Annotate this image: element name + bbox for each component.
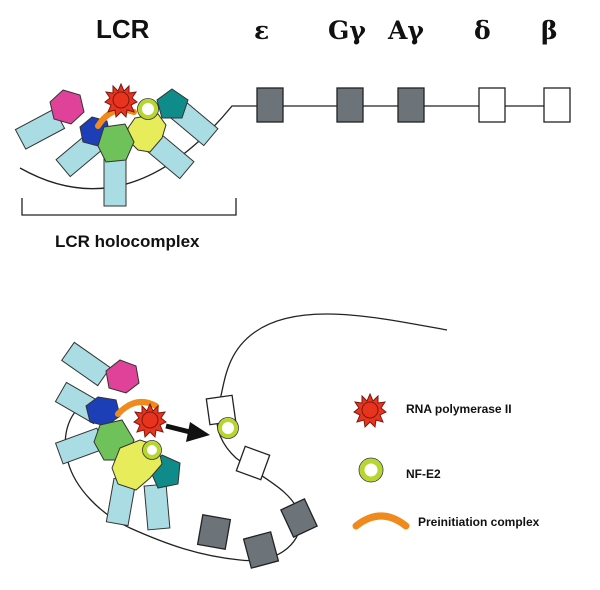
nfe2-ring-outline [137, 98, 159, 120]
lcr-complex-top [14, 83, 219, 207]
gene-label-epsilon: ε [254, 16, 270, 45]
light-blue-rod [103, 157, 127, 207]
gene-box-gray [196, 514, 232, 550]
orange-arc [115, 398, 159, 417]
teal-pentagon [156, 88, 189, 119]
activation-arrowhead [186, 422, 210, 442]
magenta-hexagon [105, 359, 140, 394]
gene-box-epsilon [256, 87, 284, 123]
gene-label-g-gamma: Gγ [328, 16, 366, 45]
light-blue-rod [60, 341, 112, 387]
legend-preinitiation-label: Preinitiation complex [418, 515, 540, 529]
gene-box-delta [478, 87, 506, 123]
rna-polymerase-star [133, 403, 167, 438]
nfe2-ring-bound [218, 418, 238, 438]
gene-box-a-gamma [397, 87, 425, 123]
legend-nfe2-icon-outline [358, 457, 384, 483]
lcr-label: LCR [96, 14, 150, 44]
legend-nfe2-icon [359, 458, 383, 482]
gene-box-gray [242, 531, 280, 569]
gene-box-gray [280, 498, 318, 538]
chromatin-line-top [19, 105, 570, 190]
legend-rna-polymerase-label: RNA polymerase II [406, 402, 512, 416]
gene-label-beta: β [541, 16, 558, 45]
gene-box-white [235, 445, 271, 481]
gene-label-a-gamma: Aγ [388, 16, 424, 45]
nfe2-ring [143, 441, 161, 459]
legend-preinitiation-icon [352, 512, 410, 530]
light-blue-rod [143, 483, 171, 531]
nfe2-ring-bound-outline [217, 417, 239, 439]
top-panel [14, 83, 571, 216]
gene-box-g-gamma [336, 87, 364, 123]
legend [352, 393, 410, 530]
legend-nfe2-label: NF-E2 [406, 467, 441, 481]
lcr-complex-bottom [54, 341, 181, 531]
lcr-holocomplex-label: LCR holocomplex [55, 232, 200, 251]
gene-box-beta [543, 87, 571, 123]
gene-label-delta: δ [474, 16, 491, 45]
bottom-panel [54, 313, 448, 569]
green-pentagon [97, 123, 135, 163]
legend-rna-polymerase-icon [353, 393, 387, 428]
nfe2-ring-outline [142, 440, 162, 460]
nfe2-ring [138, 99, 158, 119]
holocomplex-bracket [21, 198, 237, 216]
magenta-hexagon [49, 89, 85, 125]
